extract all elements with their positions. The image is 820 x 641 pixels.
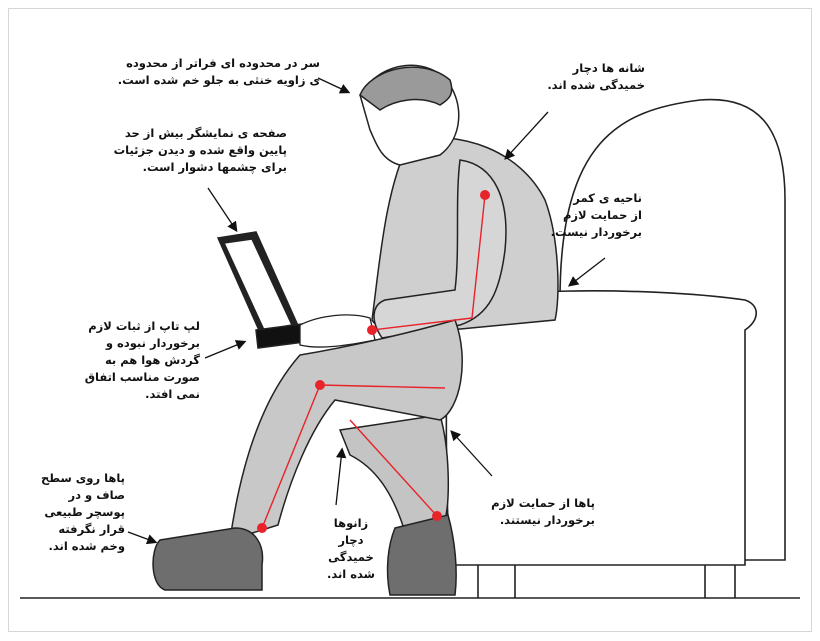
ankle-joint-marker bbox=[257, 523, 267, 533]
knee-joint-marker bbox=[315, 380, 325, 390]
lumbar-annotation: ناحیه ی کمر از حمایت لازم برخوردار نیست. bbox=[551, 190, 642, 241]
shoulders-arrow bbox=[506, 112, 548, 158]
left-shoe bbox=[153, 528, 262, 590]
right-shoe bbox=[388, 515, 457, 595]
feet-annotation: پاها روی سطح صاف و در پوسچر طبیعی قرار ن… bbox=[41, 470, 125, 555]
screen-annotation: صفحه ی نمایشگر بیش از حد پایین واقع شده … bbox=[114, 125, 287, 176]
feet-arrow bbox=[128, 532, 155, 542]
elbow-joint-marker bbox=[367, 325, 377, 335]
back-ankle-joint-marker bbox=[432, 511, 442, 521]
laptop-arrow bbox=[205, 342, 244, 358]
knees-annotation: زانوها دچار خمیدگی شده اند. bbox=[327, 515, 375, 583]
shoulders-annotation: شانه ها دچار خمیدگی شده اند. bbox=[547, 60, 645, 94]
screen-arrow bbox=[208, 188, 236, 230]
head bbox=[360, 65, 459, 165]
head-annotation: سر در محدوده ای فراتر از محدوده ی زاویه … bbox=[118, 55, 320, 89]
laptop-annotation: لپ تاپ از ثبات لازم برخوردار نبوده و گرد… bbox=[85, 318, 200, 403]
head-arrow bbox=[318, 78, 348, 92]
legs-support-annotation: پاها از حمایت لازم برخوردار نیستند. bbox=[491, 495, 595, 529]
shoulder-joint-marker bbox=[480, 190, 490, 200]
hands bbox=[300, 315, 375, 347]
knees-arrow bbox=[336, 450, 342, 505]
